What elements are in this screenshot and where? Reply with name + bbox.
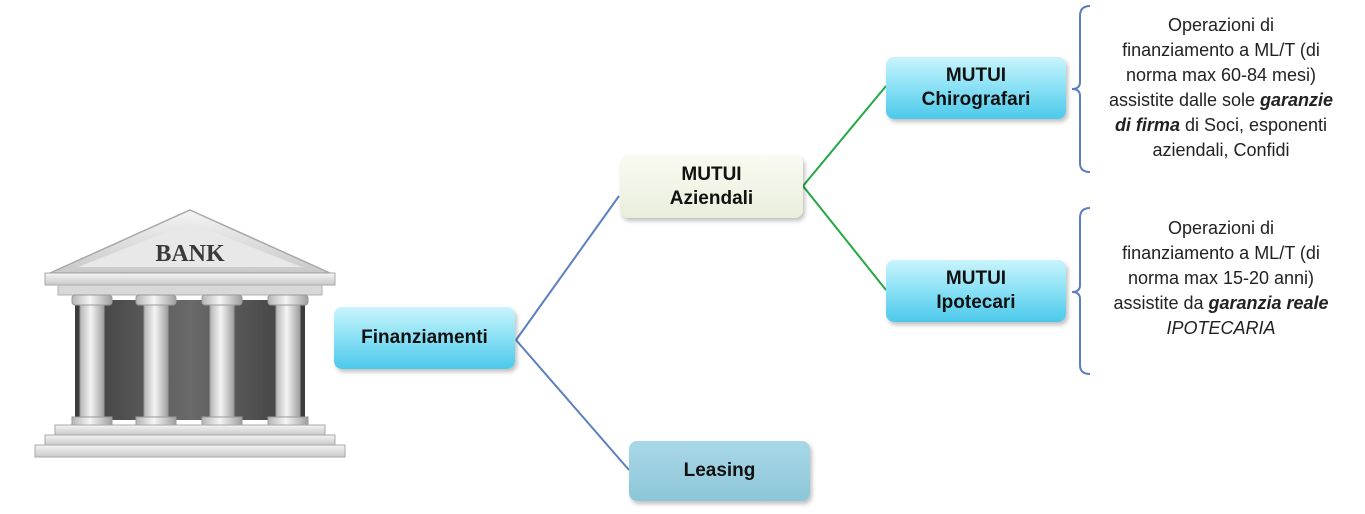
desc-chiro-line5-text: di Soci, esponenti [1179,115,1328,135]
node-leasing-label: Leasing [683,460,756,481]
desc-ipo-line4-text: assistite da [1113,293,1209,313]
desc-ipo-line4-emphasis: garanzia reale [1208,293,1329,313]
connector-finanziamenti-leasing [515,339,630,471]
bank-sign: BANK [155,241,225,267]
desc-chiro-line5-emphasis: di firma [1114,115,1180,135]
node-mutui-aziendali-line1: MUTUI [681,163,742,185]
desc-ipo-line3: norma max 15-20 anni) [1127,268,1315,288]
desc-chiro-line4-text: assistite dalle sole [1108,90,1261,110]
connector-aziendali-ipotecari [802,185,887,291]
node-mutui-aziendali-line2: Aziendali [669,187,754,209]
desc-chiro-line3: norma max 60-84 mesi) [1125,65,1317,85]
connector-finanziamenti-aziendali [515,195,620,341]
node-mutui-ipotecari-line2: Ipotecari [936,292,1016,313]
desc-ipo-line5: IPOTECARIA [1088,316,1354,341]
desc-chiro-line4-emphasis: garanzie [1260,90,1334,110]
node-finanziamenti-label: Finanziamenti [361,327,488,348]
bracket-chirografari [1071,5,1091,173]
node-mutui-chirografari-line1: MUTUI [945,65,1007,86]
desc-ipo-line1: Operazioni di [1167,218,1275,238]
desc-ipo-line5-emphasis: IPOTECARIA [1166,318,1276,338]
node-mutui-aziendali[interactable]: MUTUI Aziendali [620,155,803,218]
desc-chiro-line2: finanziamento a ML/T (di [1122,40,1320,60]
node-mutui-chirografari[interactable]: MUTUI Chirografari [886,57,1066,119]
desc-chiro-line4: assistite dalle sole garanzie [1088,88,1354,113]
node-finanziamenti[interactable]: Finanziamenti [334,307,515,369]
description-ipotecari: Operazioni di finanziamento a ML/T (di n… [1088,216,1354,341]
node-leasing[interactable]: Leasing [629,441,810,501]
desc-chiro-line1: Operazioni di [1167,15,1275,35]
desc-chiro-line6: aziendali, Confidi [1152,140,1290,160]
desc-ipo-line4: assistite da garanzia reale [1088,291,1354,316]
node-mutui-ipotecari[interactable]: MUTUI Ipotecari [886,260,1066,322]
desc-chiro-line5: di firma di Soci, esponenti [1088,113,1354,138]
node-mutui-ipotecari-line1: MUTUI [945,268,1007,289]
desc-ipo-line2: finanziamento a ML/T (di [1122,243,1320,263]
description-chirografari: Operazioni di finanziamento a ML/T (di n… [1088,13,1354,163]
columns [71,294,309,426]
bracket-ipotecari [1071,207,1091,375]
bank-building-icon: BANK [34,209,346,458]
connector-aziendali-chirografari [802,85,887,187]
node-mutui-chirografari-line2: Chirografari [921,89,1031,110]
